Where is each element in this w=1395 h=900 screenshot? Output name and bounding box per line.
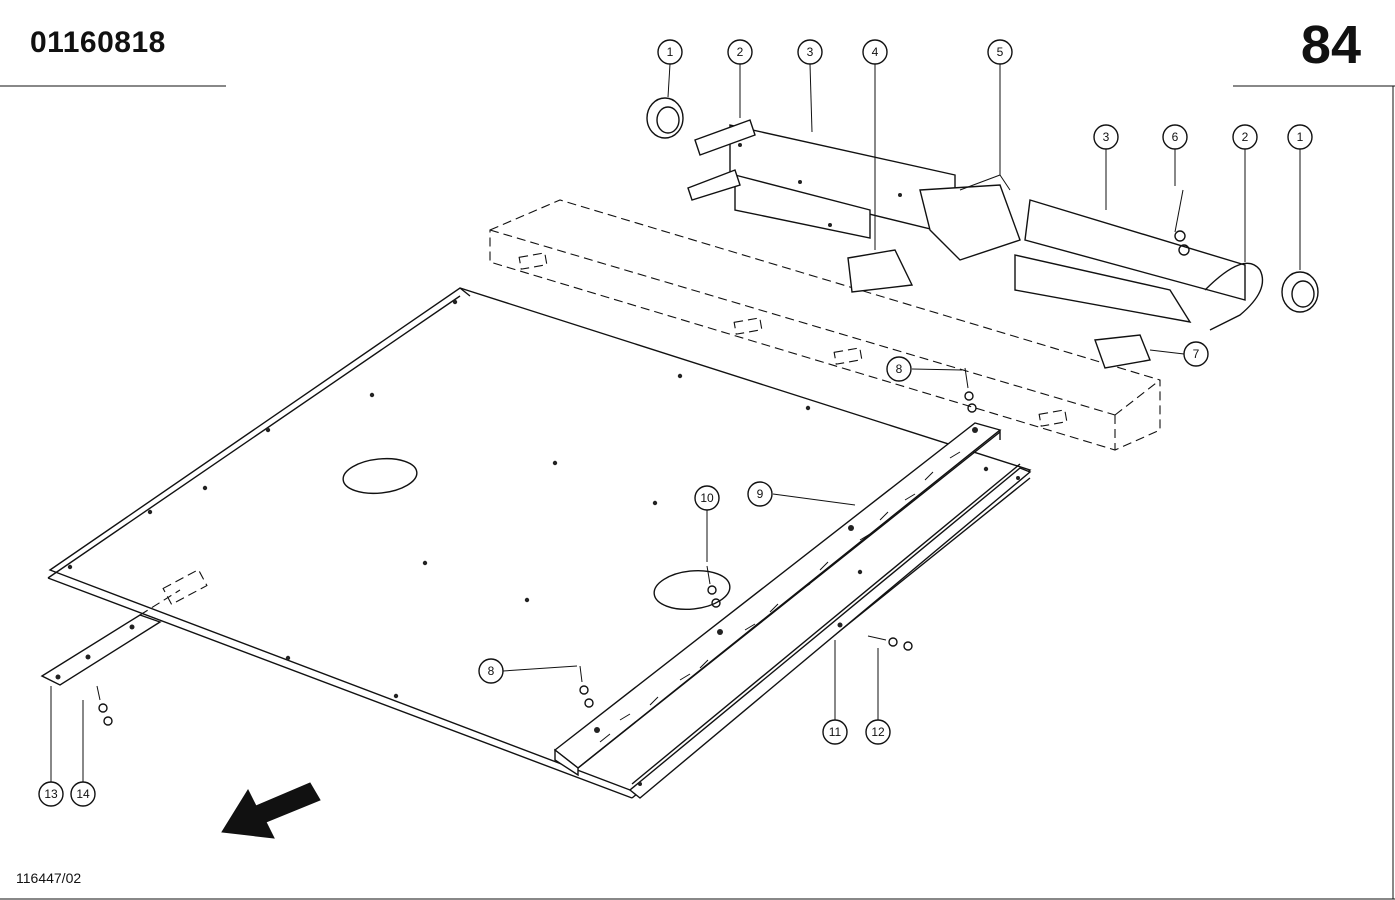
guard-center-bracket [847, 184, 1021, 293]
svg-text:8: 8 [896, 362, 903, 376]
callout-5: 5 [987, 39, 1013, 65]
callout-1-left: 1 [657, 39, 683, 65]
guard-right [1014, 189, 1264, 369]
grommet-right [1281, 271, 1319, 313]
callout-3-left: 3 [797, 39, 823, 65]
reference-beam-outline [489, 199, 1161, 451]
grommet-left [646, 97, 684, 139]
svg-text:10: 10 [700, 491, 714, 505]
callout-11: 11 [822, 719, 848, 745]
callout-8-upper: 8 [886, 356, 912, 382]
callout-13: 13 [38, 781, 64, 807]
page-frame [0, 85, 1395, 900]
svg-text:9: 9 [757, 487, 764, 501]
svg-text:8: 8 [488, 664, 495, 678]
svg-text:3: 3 [807, 45, 814, 59]
callout-14: 14 [70, 781, 96, 807]
callout-10: 10 [694, 485, 720, 511]
svg-text:13: 13 [44, 787, 58, 801]
page-number: 84 [1300, 15, 1361, 75]
cross-beam [553, 422, 1002, 777]
svg-text:3: 3 [1103, 130, 1110, 144]
svg-text:11: 11 [829, 725, 842, 739]
figure-reference: 116447/02 [16, 870, 82, 886]
svg-text:14: 14 [76, 787, 90, 801]
svg-text:2: 2 [737, 45, 744, 59]
callout-1-right: 1 [1287, 124, 1313, 150]
callout-2-right: 2 [1232, 124, 1258, 150]
callout-4: 4 [862, 39, 888, 65]
svg-text:1: 1 [667, 45, 674, 59]
svg-text:1: 1 [1297, 130, 1304, 144]
callout-12: 12 [865, 719, 891, 745]
guard-left [687, 119, 956, 239]
arrow-left-down-icon [221, 782, 321, 839]
fasteners [96, 367, 977, 726]
callout-6: 6 [1162, 124, 1188, 150]
left-strip [40, 589, 181, 686]
document-number: 01160818 [30, 26, 166, 59]
angle-rail [628, 463, 1032, 799]
svg-text:7: 7 [1193, 347, 1200, 361]
svg-text:6: 6 [1172, 130, 1179, 144]
svg-text:12: 12 [871, 725, 885, 739]
callout-2-left: 2 [727, 39, 753, 65]
svg-text:4: 4 [872, 45, 879, 59]
svg-text:5: 5 [997, 45, 1004, 59]
callout-3-right: 3 [1093, 124, 1119, 150]
callout-7: 7 [1183, 341, 1209, 367]
svg-text:2: 2 [1242, 130, 1249, 144]
callout-8-lower: 8 [478, 658, 504, 684]
leader-lines [50, 63, 1301, 782]
callout-9: 9 [747, 481, 773, 507]
